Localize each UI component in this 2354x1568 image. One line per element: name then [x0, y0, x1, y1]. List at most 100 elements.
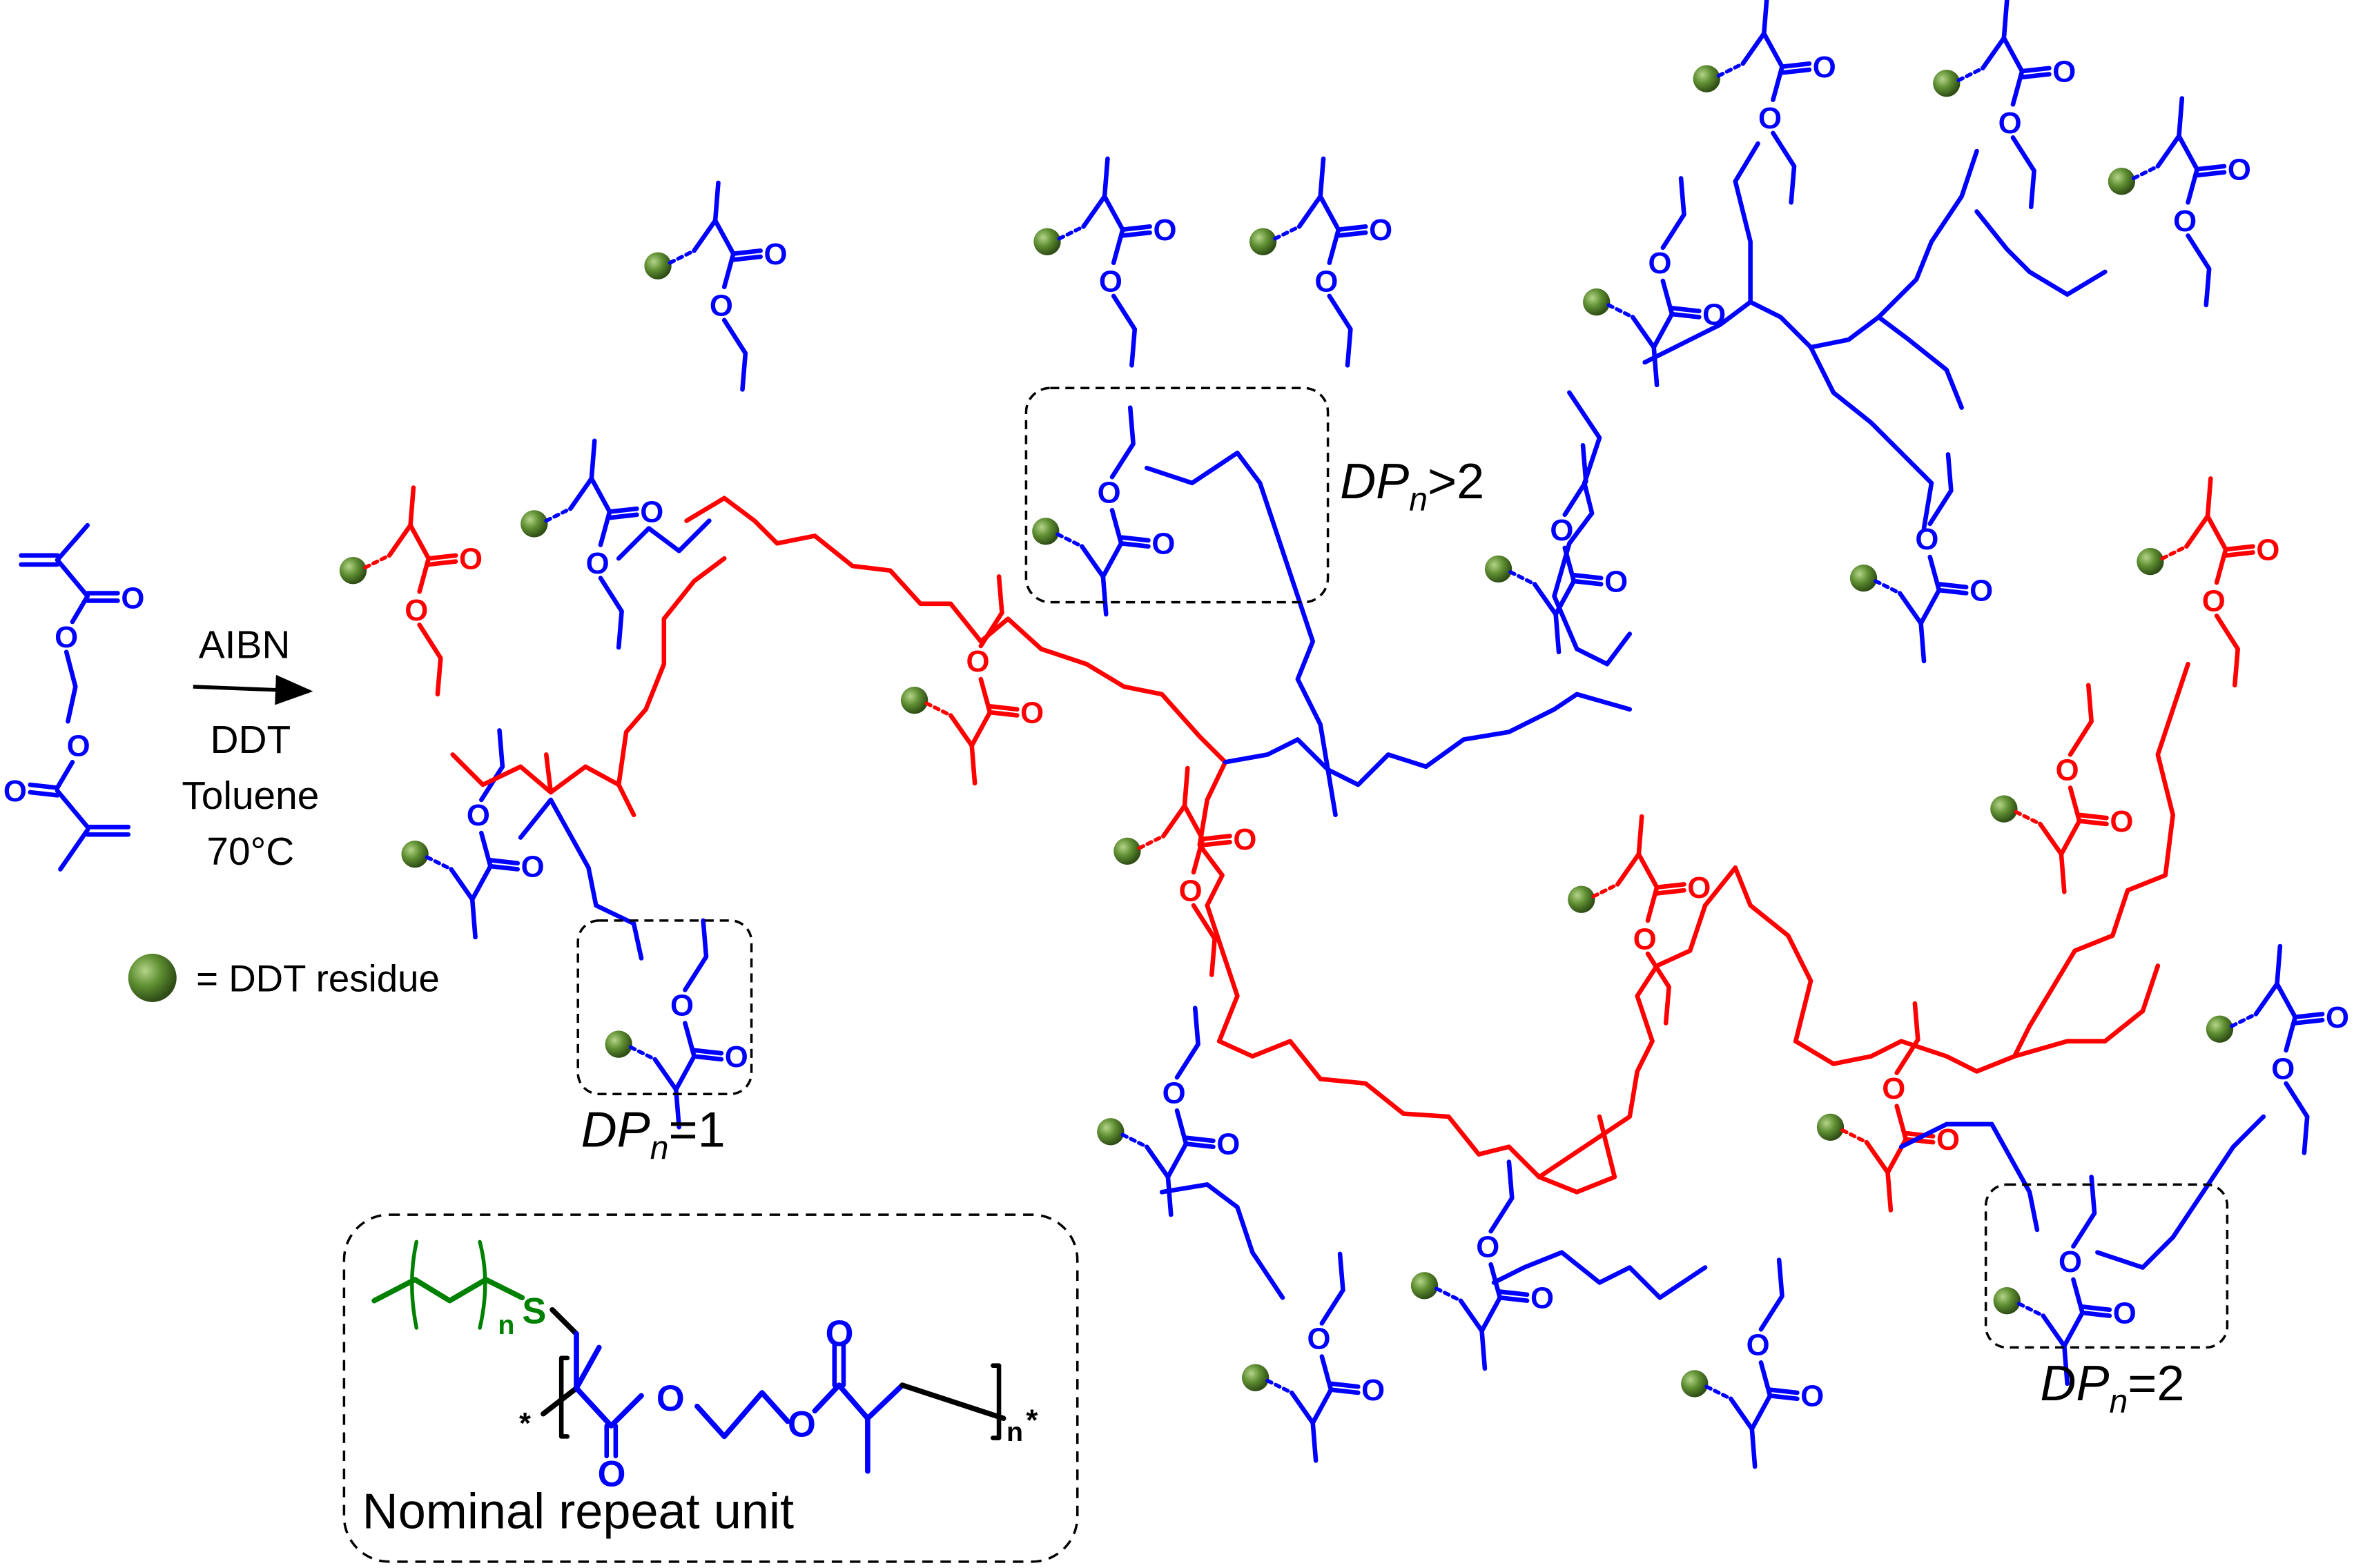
polymer-chain [616, 556, 727, 787]
polymer-chain [544, 752, 554, 795]
bond [1336, 224, 1368, 232]
bond [1936, 582, 1969, 590]
bond [1328, 1381, 1361, 1389]
bond [28, 790, 60, 798]
oxygen-atom-label: O [1687, 871, 1711, 905]
bond [1897, 591, 1927, 664]
bond [1728, 1396, 1758, 1469]
oxygen-atom-label: O [2256, 533, 2279, 567]
radical-bond [2132, 164, 2160, 181]
bond [469, 863, 493, 902]
ddt-residue-sphere [2137, 547, 2164, 576]
bond [1780, 61, 1812, 69]
repeat-unit-oxygen: O [598, 1455, 626, 1495]
oxygen-atom-label: O [1915, 522, 1938, 556]
bond [55, 522, 90, 562]
condition-solvent: Toluene [182, 774, 319, 818]
ddt-residue-sphere [1113, 837, 1141, 865]
bond [1479, 1295, 1503, 1333]
bond [978, 676, 993, 715]
oxygen-atom-label: O [1604, 565, 1628, 598]
bond [607, 506, 639, 514]
bond [1654, 882, 1686, 890]
radical-bond [668, 248, 697, 265]
oxygen-atom-label: O [1813, 50, 1836, 84]
oxygen-atom-label: O [1361, 1373, 1385, 1407]
polymer-chain [1537, 1114, 1617, 1195]
bond [2184, 476, 2213, 549]
oxygen-atom-label: O [405, 594, 428, 627]
polymer-chain [684, 496, 1044, 651]
repeat-unit-oxygen: O [826, 1314, 854, 1354]
bond [674, 1054, 697, 1092]
bond [1749, 1393, 1773, 1431]
dp-gt2-box [1024, 386, 1330, 604]
bond [987, 704, 1020, 712]
oxygen-atom-label: O [1020, 696, 1044, 729]
bond [1894, 1001, 1920, 1075]
ddt-residue-sphere [1681, 1370, 1709, 1398]
oxygen-atom-label: O [121, 581, 144, 615]
ddt-residue-sphere [1249, 228, 1277, 255]
oxygen-atom-label: O [1800, 1380, 1824, 1413]
bond [1615, 814, 1644, 887]
radical-bond [1704, 1384, 1733, 1401]
oxygen-atom-label: O [1648, 246, 1671, 280]
bond [1669, 306, 1702, 314]
bond [58, 827, 90, 872]
bond [1780, 67, 1812, 75]
bond [1100, 541, 1124, 579]
bond [1161, 765, 1190, 839]
bond [721, 251, 736, 290]
oxygen-atom-label: O [2110, 805, 2133, 839]
bond [1102, 194, 1125, 232]
bond [1762, 31, 1784, 69]
bond [1571, 572, 1604, 580]
oxygen-atom-label: O [1216, 1128, 1240, 1162]
bond [479, 830, 493, 869]
bond [1081, 156, 1110, 229]
oxygen-atom-label: O [1476, 1230, 1499, 1264]
bond [2076, 819, 2109, 827]
bond [55, 558, 90, 599]
ddt-residue-sphere [1484, 555, 1512, 583]
ddt-residue-sphere [900, 687, 928, 714]
bond [2038, 821, 2067, 894]
bond [1488, 1159, 1515, 1234]
oxygen-atom-label: O [1882, 1072, 1905, 1106]
polymer-chain [1552, 390, 1633, 667]
ddt-residue-sphere [644, 252, 672, 280]
dp2-label: DPn=2 [2040, 1356, 2184, 1420]
radical-bond [1606, 303, 1635, 320]
ddt-residue-sphere [1410, 1272, 1439, 1300]
bond [692, 1048, 724, 1056]
bond [692, 180, 721, 253]
repeat-unit-star-left: * [519, 1407, 531, 1440]
polymer-chain [1159, 1182, 1285, 1300]
bond [731, 254, 763, 262]
repeat-unit-caption: Nominal repeat unit [362, 1484, 794, 1540]
bond [55, 760, 75, 790]
bond [2214, 613, 2240, 688]
bond [488, 863, 521, 872]
oxygen-atom-label: O [2056, 754, 2079, 787]
ddt-residue-sphere [521, 510, 548, 538]
oxygen-atom-label: O [2326, 1001, 2349, 1035]
oxygen-atom-label: O [1098, 476, 1121, 509]
bond [1497, 1289, 1530, 1297]
bond [1174, 1108, 1189, 1146]
bond [1894, 1104, 1909, 1142]
oxygen-atom-label: O [1998, 106, 2022, 140]
radical-bond [363, 553, 391, 570]
bond [1767, 1393, 1800, 1402]
bond [1336, 230, 1368, 238]
bond [1118, 535, 1151, 543]
bond [2068, 785, 2082, 823]
ddt-residue-sphere [2108, 168, 2136, 195]
reagent-aibn: AIBN [199, 623, 291, 667]
bond [948, 713, 977, 786]
radical-bond [1273, 224, 1301, 241]
bond [2080, 1304, 2112, 1313]
repeat-unit-star-right: * [1026, 1404, 1038, 1438]
